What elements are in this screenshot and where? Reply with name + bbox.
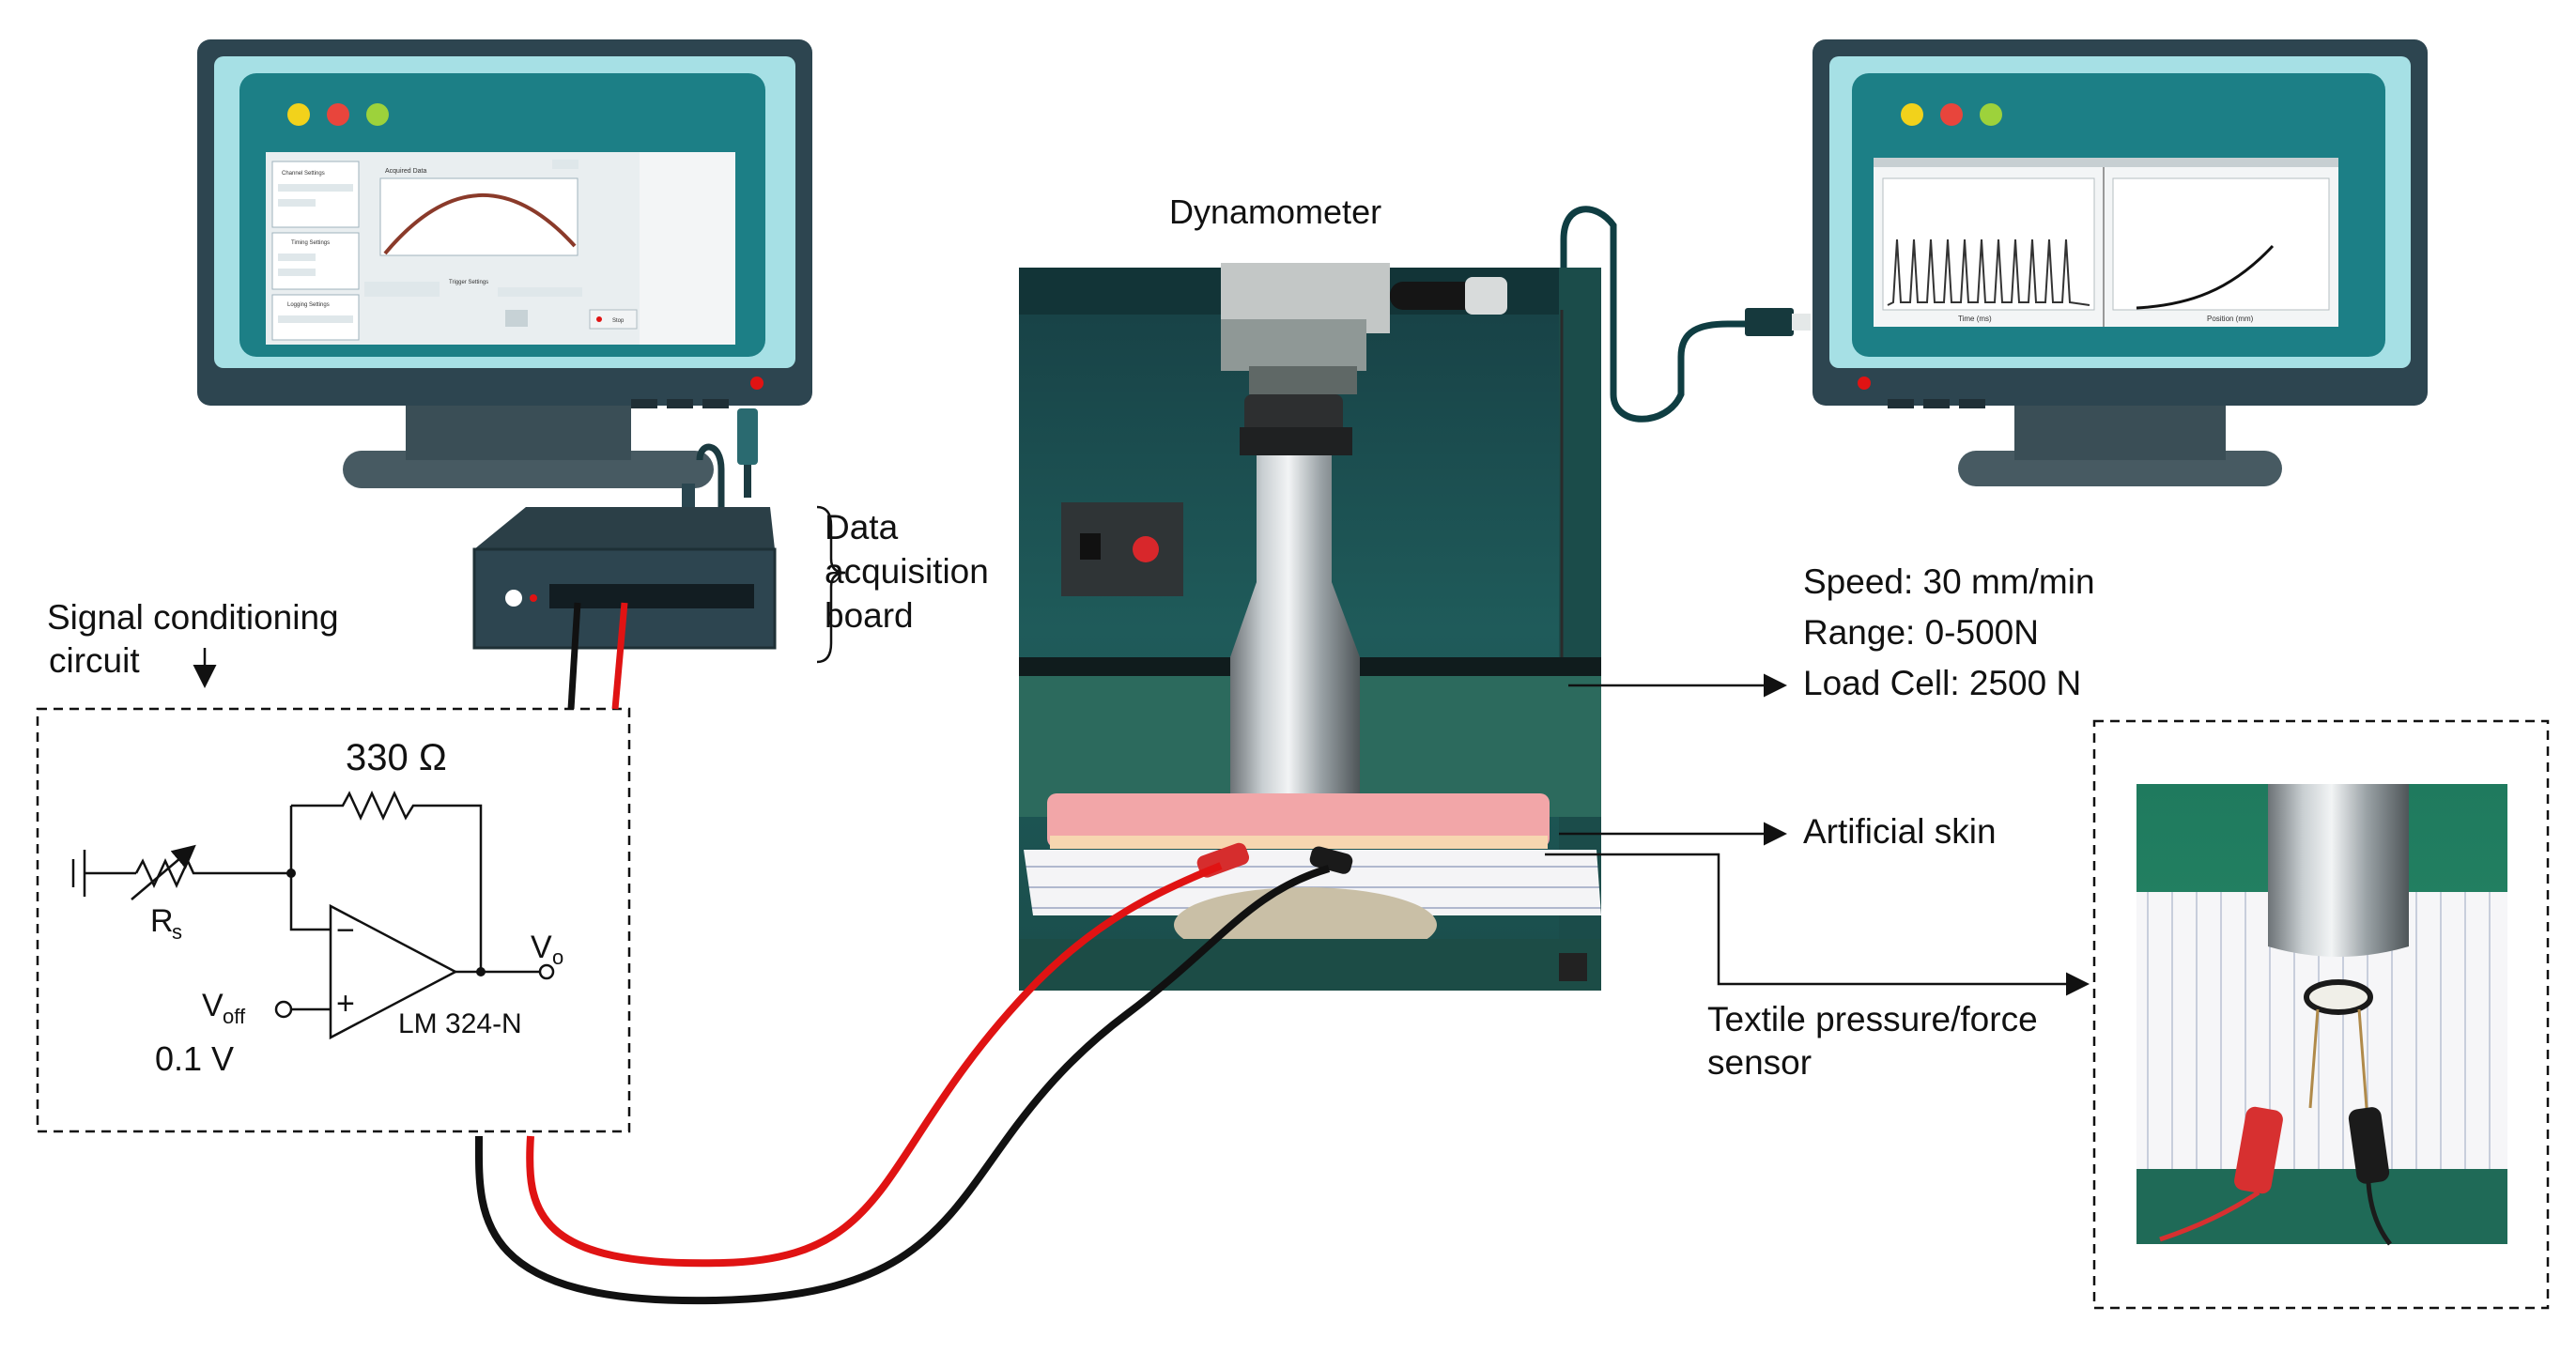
window-dot-red	[327, 103, 349, 126]
daq-label-line2: acquisition	[825, 552, 989, 591]
sensor-label-line1: Textile pressure/force	[1707, 1000, 2038, 1038]
artificial-skin-pad	[1047, 793, 1550, 848]
rs-label: R	[150, 903, 174, 939]
rs-subscript: s	[172, 920, 182, 944]
voff-label: V	[202, 988, 224, 1023]
voff-subscript: off	[223, 1005, 246, 1028]
trigger-label: Trigger Settings	[449, 280, 488, 285]
signal-conditioning-label-line2: circuit	[49, 641, 140, 680]
resistance-position-curve	[2136, 244, 2275, 310]
right-monitor-power-led	[1858, 377, 1871, 390]
left-screen-curve	[383, 192, 577, 255]
right-left-plot-xlabel: Time (ms)	[1958, 315, 1992, 323]
dynamometer-usb-cable	[1560, 206, 1811, 423]
window-dot-red	[1940, 103, 1963, 126]
vo-subscript: o	[552, 946, 563, 969]
daq-label-line1: Data	[825, 508, 899, 546]
panel-logging-label: Logging Settings	[287, 302, 330, 308]
left-monitor-cables	[682, 408, 758, 512]
stop-button-label: Stop	[612, 318, 625, 324]
sensor-wire-black	[474, 865, 1331, 1305]
dynamometer-photo	[1019, 263, 1601, 991]
window-dot-green	[366, 103, 389, 126]
left-screen-graph	[379, 177, 578, 256]
feedback-resistor	[289, 791, 483, 975]
sensor-pointer	[1545, 853, 2090, 996]
window-dot-yellow	[1901, 103, 1923, 126]
daq-bracket	[816, 505, 846, 664]
window-dot-green	[1980, 103, 2002, 126]
dynamometer-label: Dynamometer	[1169, 192, 1381, 231]
window-dot-yellow	[287, 103, 310, 126]
opamp-triangle	[329, 903, 458, 1040]
graph-title: Acquired Data	[385, 168, 426, 175]
right-monitor: Time (ms) Position (mm)	[1812, 39, 2428, 486]
daq-label-line3: board	[825, 596, 914, 635]
panel-channel-label: Channel Settings	[282, 171, 325, 177]
voff-value: 0.1 V	[155, 1039, 234, 1078]
signal-conditioning-label-line1: Signal conditioning	[47, 598, 339, 637]
textile-sensor-disc	[2304, 979, 2373, 1015]
opamp-plus: +	[336, 986, 355, 1022]
daq-slot	[549, 584, 754, 608]
opamp-part-label: LM 324-N	[398, 1008, 522, 1039]
sensor-label-line2: sensor	[1707, 1043, 1812, 1082]
daq-board	[472, 507, 777, 650]
artificial-skin-label: Artificial skin	[1803, 812, 1997, 851]
range-spec: Range: 0-500N	[1803, 613, 2039, 652]
left-monitor: Channel Settings Timing Settings Logging…	[197, 39, 812, 488]
feedback-resistor-value: 330 Ω	[346, 737, 447, 778]
vo-label: V	[531, 930, 552, 965]
right-right-plot-xlabel: Position (mm)	[2207, 315, 2254, 323]
daq-power-light	[505, 590, 522, 607]
force-oscillation-trace	[1887, 238, 2090, 306]
circuit-dashed-box	[36, 707, 631, 1133]
load-cell-spec: Load Cell: 2500 N	[1803, 664, 2081, 702]
signal-conditioning-circuit: 330 Ω R s − + LM 324-N V o V off 0.1 V	[36, 707, 631, 1133]
daq-wire-red	[611, 602, 628, 710]
daq-wire-black	[567, 602, 581, 710]
sensor-closeup	[2092, 719, 2550, 1310]
panel-timing-label: Timing Settings	[291, 240, 330, 246]
sensor-wire-red	[526, 862, 1223, 1268]
sensor-resistor-rs	[134, 858, 291, 888]
speed-spec: Speed: 30 mm/min	[1803, 562, 2095, 601]
left-monitor-power-led	[750, 377, 764, 390]
sensor-closeup-dashed-box	[2092, 719, 2550, 1310]
right-monitor-stand	[2014, 399, 2226, 460]
opamp-minus: −	[336, 913, 355, 948]
